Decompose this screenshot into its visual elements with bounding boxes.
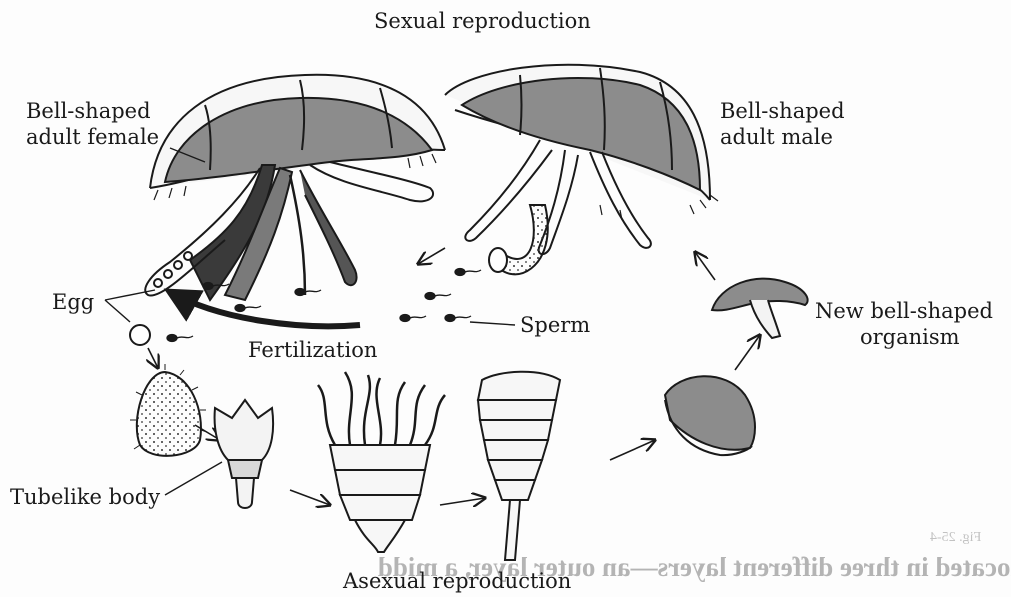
adult-male-label-line2: adult male [720, 124, 833, 150]
ephyra [665, 376, 755, 455]
sperm-to-female-arrow [418, 248, 445, 264]
ephyra-to-juvenile-arrow [735, 335, 760, 370]
juvenile-medusa [712, 279, 808, 338]
adult-female-jellyfish [145, 75, 445, 300]
sperm-label: Sperm [520, 312, 590, 338]
planula-larva [130, 364, 207, 456]
strobila-tentacled [318, 372, 445, 552]
sexual-reproduction-title: Sexual reproduction [374, 8, 591, 34]
adult-male-label-line1: Bell-shaped [720, 98, 845, 124]
strobila-to-ephyra-arrow [610, 440, 655, 460]
adult-male-jellyfish [445, 65, 718, 275]
egg-cell [130, 325, 150, 345]
adult-female-label-line2: adult female [26, 124, 159, 150]
tubelike-body-label: Tubelike body [10, 484, 160, 510]
egg-to-larva-arrow [148, 348, 158, 368]
tubelike-polyp [215, 400, 274, 508]
juvenile-to-adult-arrow [695, 252, 715, 280]
asexual-reproduction-title: Asexual reproduction [343, 568, 571, 594]
strobila-stacked [478, 372, 560, 560]
adult-female-label-line1: Bell-shaped [26, 98, 151, 124]
new-organism-label-line1: New bell-shaped [815, 298, 993, 324]
new-organism-label-line2: organism [860, 324, 960, 350]
polyp-to-strobila-arrow [290, 490, 330, 505]
fertilization-label: Fertilization [248, 337, 377, 363]
fertilization-arrow [170, 292, 360, 326]
strobila-to-strobila-arrow [440, 498, 485, 505]
egg-label: Egg [52, 289, 94, 315]
